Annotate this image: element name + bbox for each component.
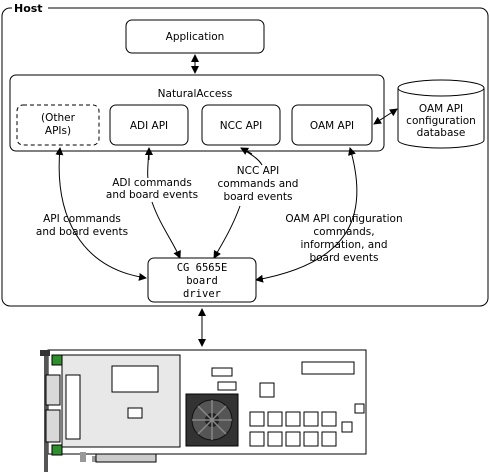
oam-database-arrow xyxy=(373,108,398,125)
api-flow-label-line2: and board events xyxy=(36,226,128,238)
adi-flow-label-line2: and board events xyxy=(106,189,198,201)
ncc-flow-label-line3: board events xyxy=(223,191,292,203)
oam-config-database: OAM API configuration database xyxy=(397,79,485,149)
board-driver-box xyxy=(147,257,257,303)
database-label-line2: configuration xyxy=(406,115,476,127)
adi-api-box xyxy=(109,104,189,146)
driver-label-line1: CG 6565E xyxy=(177,262,228,274)
application-label: Application xyxy=(166,31,225,43)
driver-label-line3: driver xyxy=(183,288,221,300)
application-box xyxy=(125,19,265,54)
database-label-line3: database xyxy=(417,127,466,139)
host-label: Host xyxy=(14,2,43,15)
driver-label-line2: board xyxy=(186,275,218,287)
oam-flow-label-line1: OAM API configuration xyxy=(285,213,402,225)
ncc-flow-label-line2: commands and xyxy=(218,178,299,190)
cg6565e-board-picture xyxy=(40,349,367,472)
other-apis-box xyxy=(16,104,100,146)
database-label-line1: OAM API xyxy=(419,103,463,115)
natural-access-label: NaturalAccess xyxy=(158,88,233,100)
oam-api-label: OAM API xyxy=(310,120,354,132)
oam-api-box xyxy=(291,104,373,146)
oam-driver-arrow xyxy=(255,147,358,283)
ncc-flow-label-line1: NCC API xyxy=(237,165,279,177)
api-flow-label-line1: API commands xyxy=(43,213,121,225)
ncc-up-arrowhead xyxy=(240,147,253,155)
adi-flow-label-line1: ADI commands xyxy=(112,177,192,189)
adi-api-label: ADI API xyxy=(130,120,168,132)
other-apis-label-line1: (Other xyxy=(41,112,76,124)
ncc-api-box xyxy=(201,104,281,146)
oam-flow-label-line3: information, and xyxy=(300,239,387,251)
other-apis-label-line2: APIs) xyxy=(45,125,71,137)
ncc-api-label: NCC API xyxy=(220,120,262,132)
other-apis-driver-arrow xyxy=(55,147,147,281)
